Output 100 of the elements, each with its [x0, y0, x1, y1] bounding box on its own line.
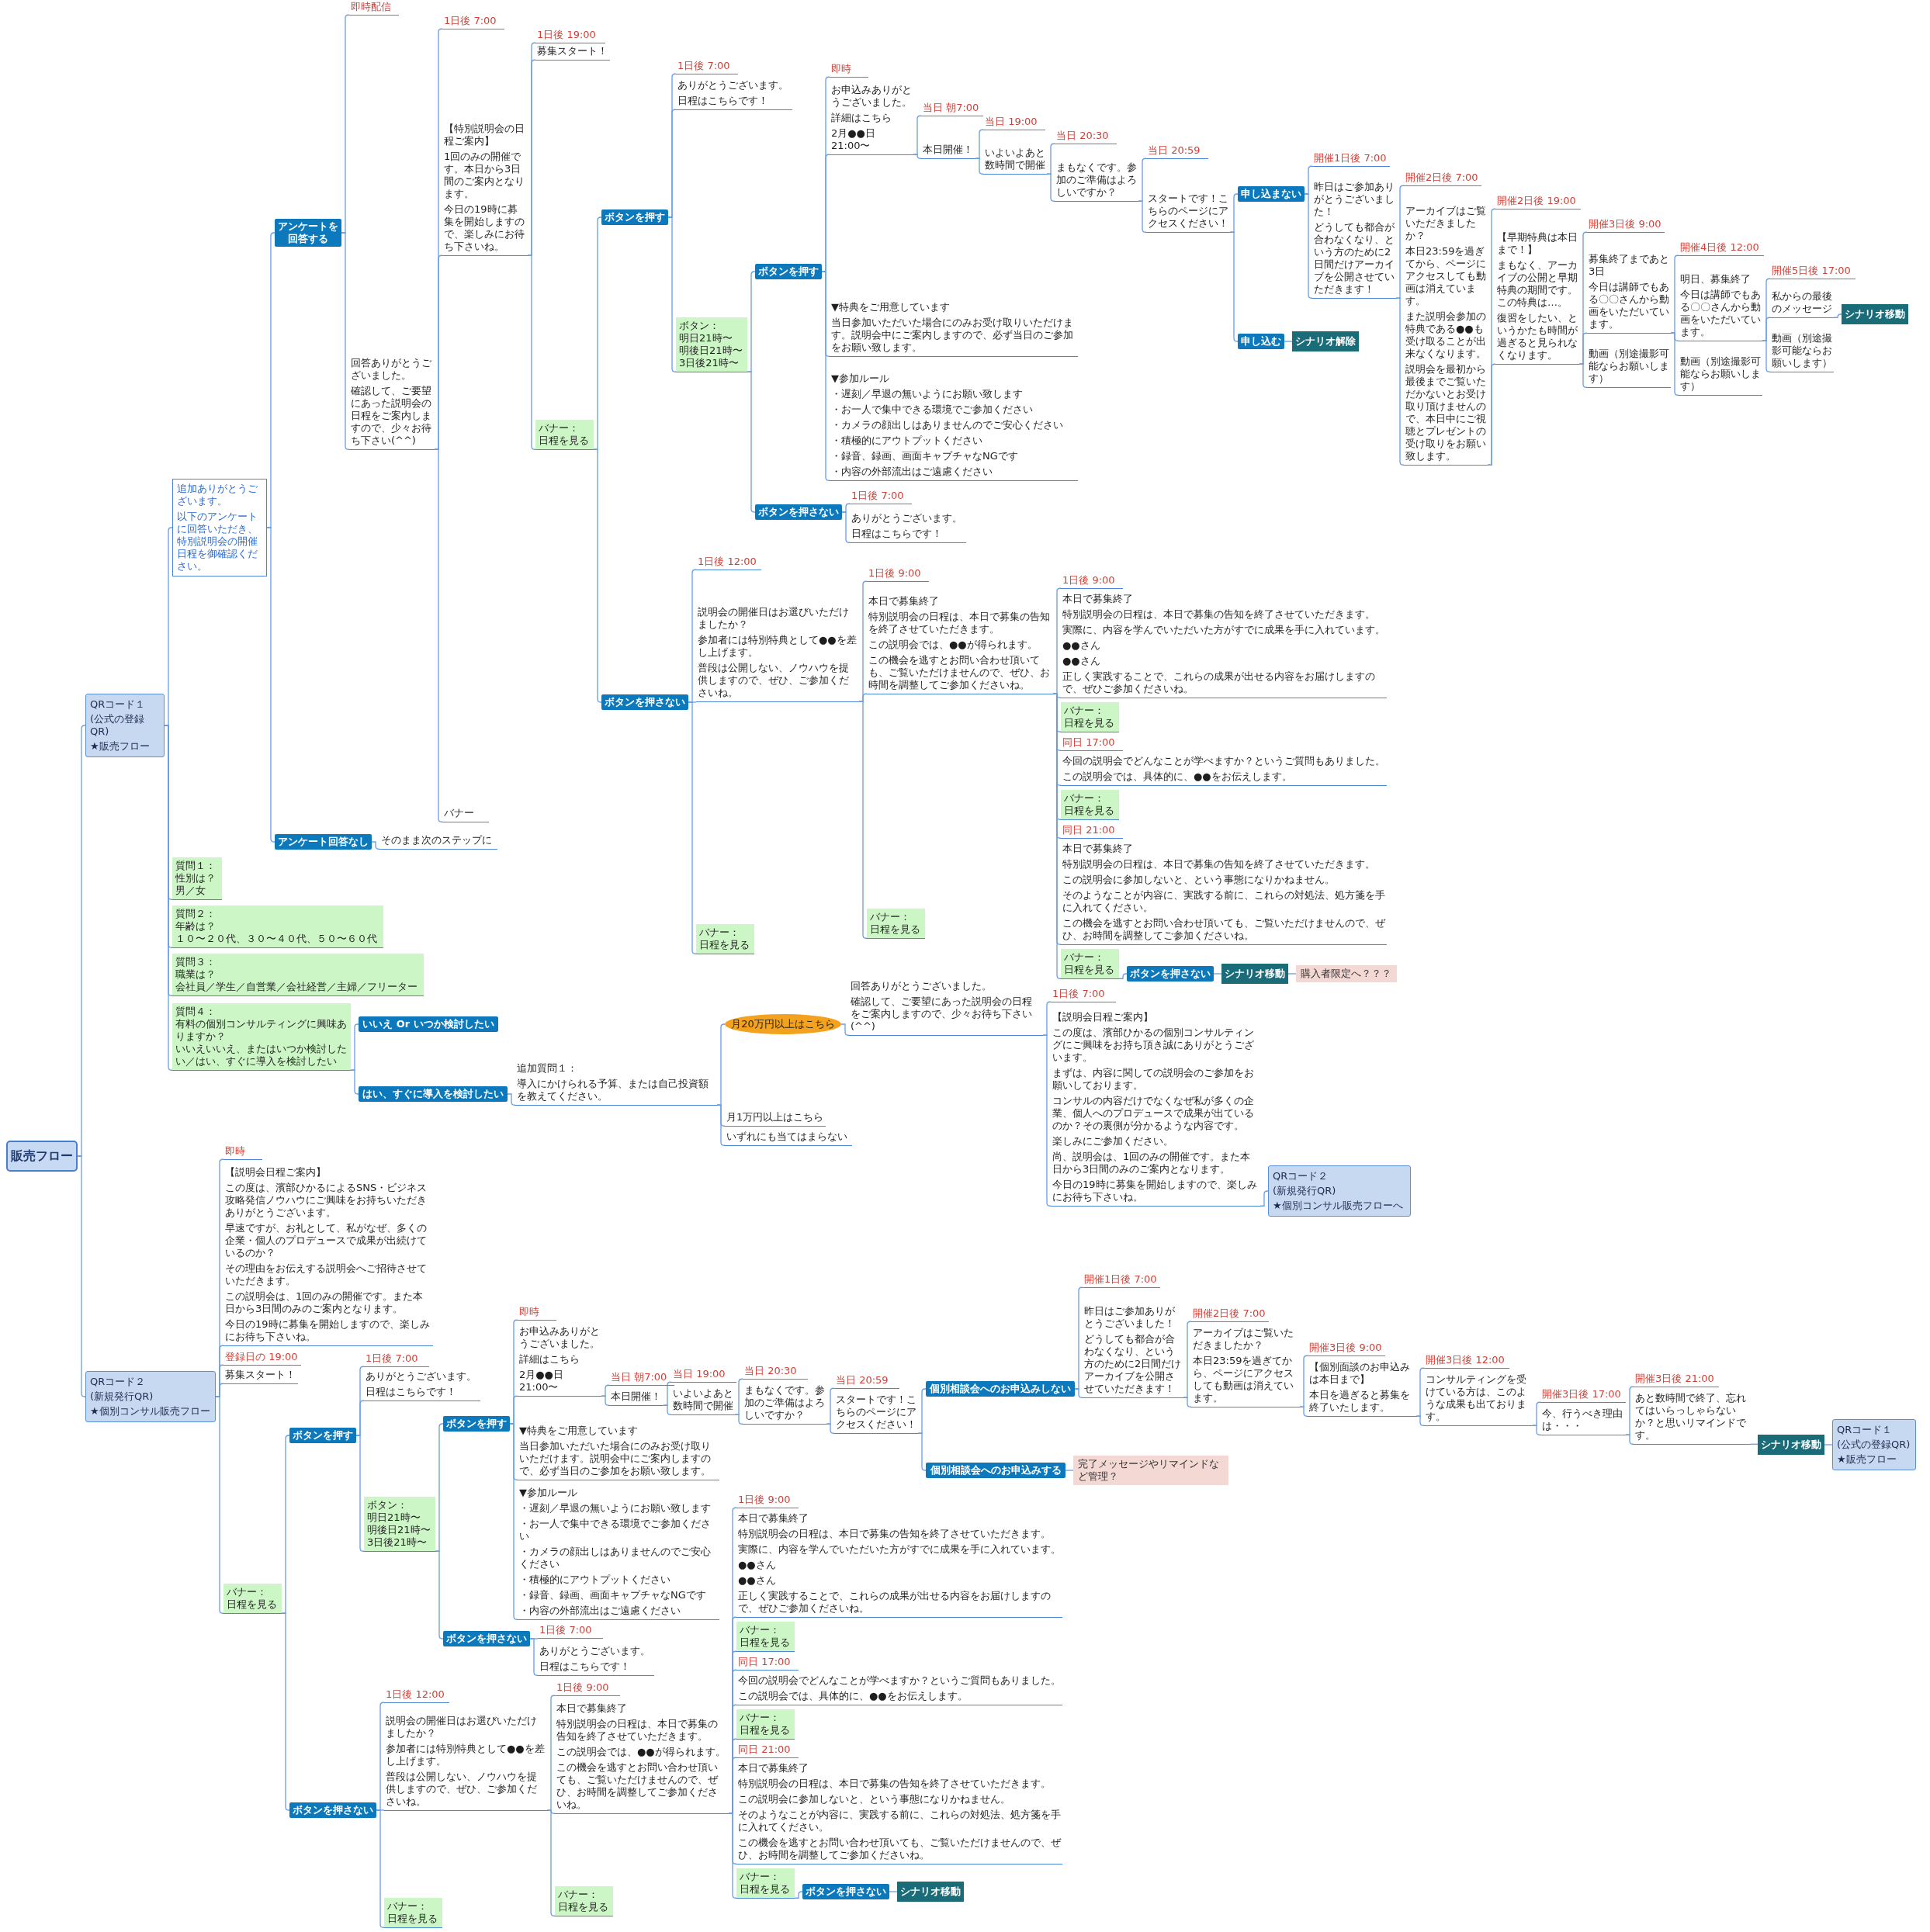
scenario-tag: シナリオ移動 [1842, 304, 1908, 324]
message-paragraph: この度は、濱部ひかるによるSNS・ビジネス攻略発信ノウハウにご興味をお持ちいただきありがとうございます。 [225, 1182, 428, 1219]
message-paragraph: そのようなことが内容に、実践する前に、これらの対処法、処方箋を手に入れてください。 [1062, 889, 1385, 914]
message-topic [518, 1325, 601, 1397]
message-text: 私からの最後のメッセージ [1770, 290, 1834, 318]
branch-line [917, 1432, 927, 1471]
message-paragraph: 当日参加いただいた場合にのみお受け取りいただけます。説明会中にご案内しますので、必ず当日のご参加をお願い致します。 [831, 317, 1074, 354]
message-paragraph: ・遅刻／早退の無いようにお願い致します [831, 388, 1024, 400]
message-paragraph: 本日23:59を過ぎてから、ページにアクセスしても動画は消えています。 [1405, 245, 1486, 307]
branch-tag: ボタンを押さない [289, 1802, 376, 1818]
card-text: QRコード１ [90, 698, 147, 711]
message-paragraph: ・カメラの顔出しはありませんのでご安心ください [831, 419, 1064, 431]
branch-line [858, 701, 868, 939]
message-paragraph: 【説明会日程ご案内】 [225, 1166, 327, 1179]
message-paragraph: 参加者には特別特典として●●を差し上げます。 [698, 634, 858, 659]
branch-line [527, 254, 536, 450]
branch-tag: ボタンを押さない [755, 504, 842, 520]
note-text: 日程を見る [740, 1636, 791, 1649]
message-paragraph: ・録音、録画、画面キャプチャなNGです [831, 450, 1019, 462]
message-paragraph: この説明会では、具体的に、●●をお伝えします。 [738, 1690, 968, 1702]
message-paragraph: この説明会では、●●が得られます。 [556, 1746, 726, 1758]
timing-label: 開催3日後 12:00 [1424, 1354, 1509, 1369]
note-text: 会社員／学生／自営業／会社経営／主婦／フリーター [175, 981, 418, 993]
branch-tag: アンケートを回答する [275, 219, 341, 247]
branch-line [1183, 1397, 1192, 1407]
highlight-note [555, 1886, 613, 1916]
message-paragraph: 【説明会日程ご案内】 [1052, 1011, 1154, 1023]
message-paragraph: まずは、内容に関しての説明会のご参加をお願いしております。 [1052, 1067, 1255, 1092]
branch-line [601, 1395, 610, 1406]
message-paragraph: 昨日はご参加ありがとうございました！ [1084, 1305, 1176, 1330]
message-topic [1495, 231, 1579, 365]
scenario-tag: シナリオ解除 [1292, 331, 1359, 351]
message-topic [849, 980, 1043, 1036]
message-paragraph: 昨日はご参加ありがとうございました！ [1314, 181, 1395, 218]
message-paragraph: 早速ですが、お礼として、私がなぜ、多くの企業・個人のプロデュースで成果が出続けているのか？ [225, 1222, 428, 1259]
card-text: (新規発行QR) [90, 1390, 154, 1403]
note-text: 日程を見る [558, 1901, 609, 1913]
note-text: 日程を見る [740, 1883, 791, 1896]
branch-line [266, 527, 275, 843]
timing-label: 同日 17:00 [1061, 736, 1123, 751]
note-text: 質問３： [175, 956, 217, 968]
message-topic [1061, 755, 1387, 786]
branch-line [507, 1093, 516, 1106]
branch-tag: アンケート回答なし [275, 834, 372, 850]
note-text: 職業は？ [175, 968, 217, 981]
message-paragraph: 正しく実践することで、これらの成果が出せる内容をお届けしますので、ぜひご参加くださいね。 [738, 1590, 1052, 1615]
message-paragraph: 以下のアンケートに回答いただき、特別説明会の開催日程を御確認ください。 [177, 511, 258, 573]
timing-label: 同日 17:00 [736, 1656, 799, 1671]
note-text: 有料の個別コンサルティングに興味ありますか？ [175, 1018, 348, 1043]
message-topic [830, 301, 1078, 357]
note-text: 日程を見る [740, 1724, 791, 1736]
message-text: まもなくです。参加のご準備はよろしいですか？ [743, 1384, 826, 1425]
branch-line [1762, 340, 1771, 372]
highlight-note [364, 1497, 435, 1552]
note-text: 明後日21時〜 [367, 1524, 431, 1536]
message-paragraph: ・積極的にアウトプットください [519, 1574, 671, 1586]
message-paragraph: お申込みありがとうございました。 [519, 1325, 600, 1350]
message-text: 募集スタート！ [223, 1369, 298, 1384]
message-paragraph: ・お一人で集中できる環境でご参加ください [831, 403, 1034, 416]
highlight-note [1061, 702, 1119, 732]
message-paragraph: ●●さん [1062, 655, 1101, 667]
note-text: 日程を見る [1064, 964, 1115, 976]
message-paragraph: ●●さん [1062, 639, 1101, 652]
message-paragraph: まもなく、アーカイブの公開と早期特典の期間です。この特典は…。 [1497, 259, 1578, 309]
note-text: 日程を見る [539, 435, 590, 447]
message-paragraph: ・内容の外部流出はご遠慮ください [831, 466, 993, 478]
branch-tag: ボタンを押さない [802, 1884, 889, 1899]
message-paragraph: 詳細はこちら [831, 112, 892, 124]
note-text: バナー： [699, 926, 740, 939]
message-paragraph: 明日、募集終了 [1680, 273, 1752, 286]
note-text: 日程を見る [1064, 717, 1115, 729]
note-text: 日程を見る [387, 1913, 438, 1925]
message-paragraph: 普段は公開しない、ノウハウを提供しますので、ぜひ、ご参加くださいね。 [386, 1771, 538, 1808]
branch-line [1118, 973, 1128, 979]
message-paragraph: どうしても都合が合わなくなり、という方のために2日間だけアーカイブを公開させていただきます！ [1084, 1333, 1182, 1395]
card-text: QRコード２ [1273, 1170, 1329, 1182]
message-paragraph: 確認して、ご要望にあった説明会の日程をご案内しますので、少々お待ち下さい(^^) [851, 995, 1033, 1033]
timing-label: 即時 [518, 1306, 556, 1321]
card-text: ★個別コンサル販売フローへ [1273, 1200, 1404, 1212]
highlight-note [172, 857, 222, 900]
note-text: 3日後21時〜 [367, 1536, 428, 1549]
message-text: 募集スタート！ [535, 45, 610, 61]
branch-tag: 個別相談会へのお申込みしない [926, 1381, 1075, 1397]
message-text: コンサルティングを受けている方は、このような成果も出ております。 [1424, 1373, 1533, 1426]
note-text: バナー： [1064, 792, 1105, 805]
highlight-note [1061, 790, 1119, 820]
timing-label: 当日 19:00 [983, 116, 1045, 130]
branch-line [1065, 1470, 1074, 1471]
note-text: 日程を見る [699, 939, 750, 951]
message-topic [1587, 253, 1671, 334]
branch-line [1213, 973, 1222, 975]
message-topic [1308, 1361, 1416, 1417]
card-text: ★販売フロー [90, 740, 151, 753]
highlight-note [867, 909, 925, 939]
branch-line [1287, 973, 1297, 975]
note-text: バナー： [227, 1586, 268, 1598]
note-text: バナー： [387, 1900, 428, 1913]
timing-label: 当日 19:00 [671, 1368, 736, 1383]
message-topic [384, 1715, 547, 1811]
branch-line [1625, 1434, 1634, 1445]
